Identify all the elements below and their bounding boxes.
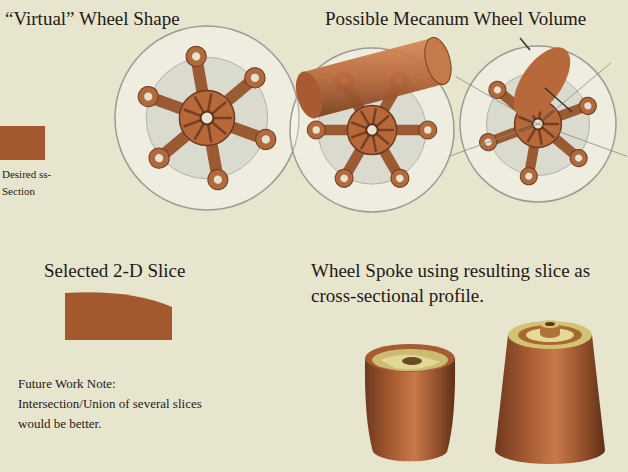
- note-text: Future Work Note: Intersection/Union of …: [18, 374, 213, 434]
- roller-cylinder: [291, 35, 456, 122]
- wheel-lug: [135, 84, 210, 128]
- cross-section-rect: [0, 126, 45, 160]
- spoke-cone: [495, 320, 605, 464]
- panel-heading: Wheel Spoke using resulting slice as cro…: [311, 258, 626, 308]
- wheel-volume: [115, 26, 299, 210]
- hub-center: [366, 124, 377, 135]
- hub-center: [201, 112, 214, 125]
- axis-ray: [449, 124, 538, 156]
- spoke-cup: [365, 344, 455, 461]
- shape-label: Desired ss-Section: [2, 166, 62, 200]
- wheel: [115, 26, 299, 210]
- panel-heading: Selected 2-D Slice: [44, 259, 244, 283]
- wheel-hub: [347, 105, 396, 154]
- roller-ellipse: [503, 38, 582, 126]
- panel-heading: Possible Mecanum Wheel Volume: [325, 7, 623, 31]
- axis-ray: [538, 124, 627, 156]
- wheel-group: [115, 26, 627, 212]
- panel-heading: “Virtual” Wheel Shape: [5, 7, 235, 31]
- wheel-hub: [179, 90, 234, 145]
- slice-shape: [65, 292, 172, 340]
